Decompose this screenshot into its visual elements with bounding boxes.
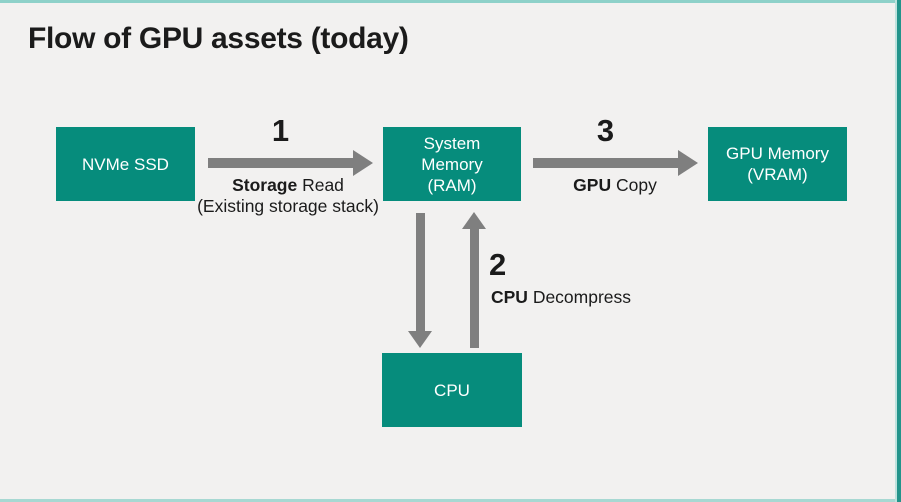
node-nvme-ssd: NVMe SSD xyxy=(56,127,195,201)
step-1-caption-sub: (Existing storage stack) xyxy=(197,196,379,216)
step-2-caption-bold: CPU xyxy=(491,287,528,307)
arrow-head xyxy=(678,150,698,176)
node-cpu-label: CPU xyxy=(434,380,470,400)
node-nvme-ssd-label: NVMe SSD xyxy=(82,154,169,174)
node-gpu-memory: GPU Memory (VRAM) xyxy=(708,127,847,201)
arrow-shaft xyxy=(416,213,425,332)
step-2-caption-rest: Decompress xyxy=(527,287,632,307)
node-system-memory-label-line1: System xyxy=(423,133,481,153)
step-3-caption: GPU Copy xyxy=(540,175,690,196)
step-1-caption-rest: Read xyxy=(297,175,344,195)
arrow-shaft xyxy=(533,158,678,168)
step-3-number: 3 xyxy=(596,113,615,148)
arrow-head xyxy=(408,331,432,348)
slide-top-border xyxy=(0,0,901,3)
page-title: Flow of GPU assets (today) xyxy=(28,22,409,55)
slide-bottom-border xyxy=(0,499,901,502)
arrow-shaft xyxy=(470,228,479,348)
node-gpu-memory-label-line1: GPU Memory xyxy=(726,144,829,163)
node-system-memory-label-line2: Memory xyxy=(421,154,483,174)
node-system-memory-label-line3: (RAM) xyxy=(427,175,477,195)
step-1-caption-bold: Storage xyxy=(232,175,298,195)
step-2-caption: CPU Decompress xyxy=(491,287,631,308)
step-1-caption: Storage Read (Existing storage stack) xyxy=(193,175,383,217)
step-3-caption-rest: Copy xyxy=(611,175,657,195)
arrow-head xyxy=(353,150,373,176)
arrow-head xyxy=(462,212,486,229)
slide-right-border-inner xyxy=(895,0,897,502)
slide-right-border xyxy=(897,0,901,502)
step-3-caption-bold: GPU xyxy=(573,175,612,195)
step-1-number: 1 xyxy=(271,113,290,148)
step-1-caption-line1: Storage Read xyxy=(232,175,344,195)
step-2-number: 2 xyxy=(489,247,507,282)
node-gpu-memory-label-line2: (VRAM) xyxy=(747,165,808,184)
arrow-shaft xyxy=(208,158,353,168)
node-system-memory: System Memory (RAM) xyxy=(383,127,521,201)
node-cpu: CPU xyxy=(382,353,522,427)
